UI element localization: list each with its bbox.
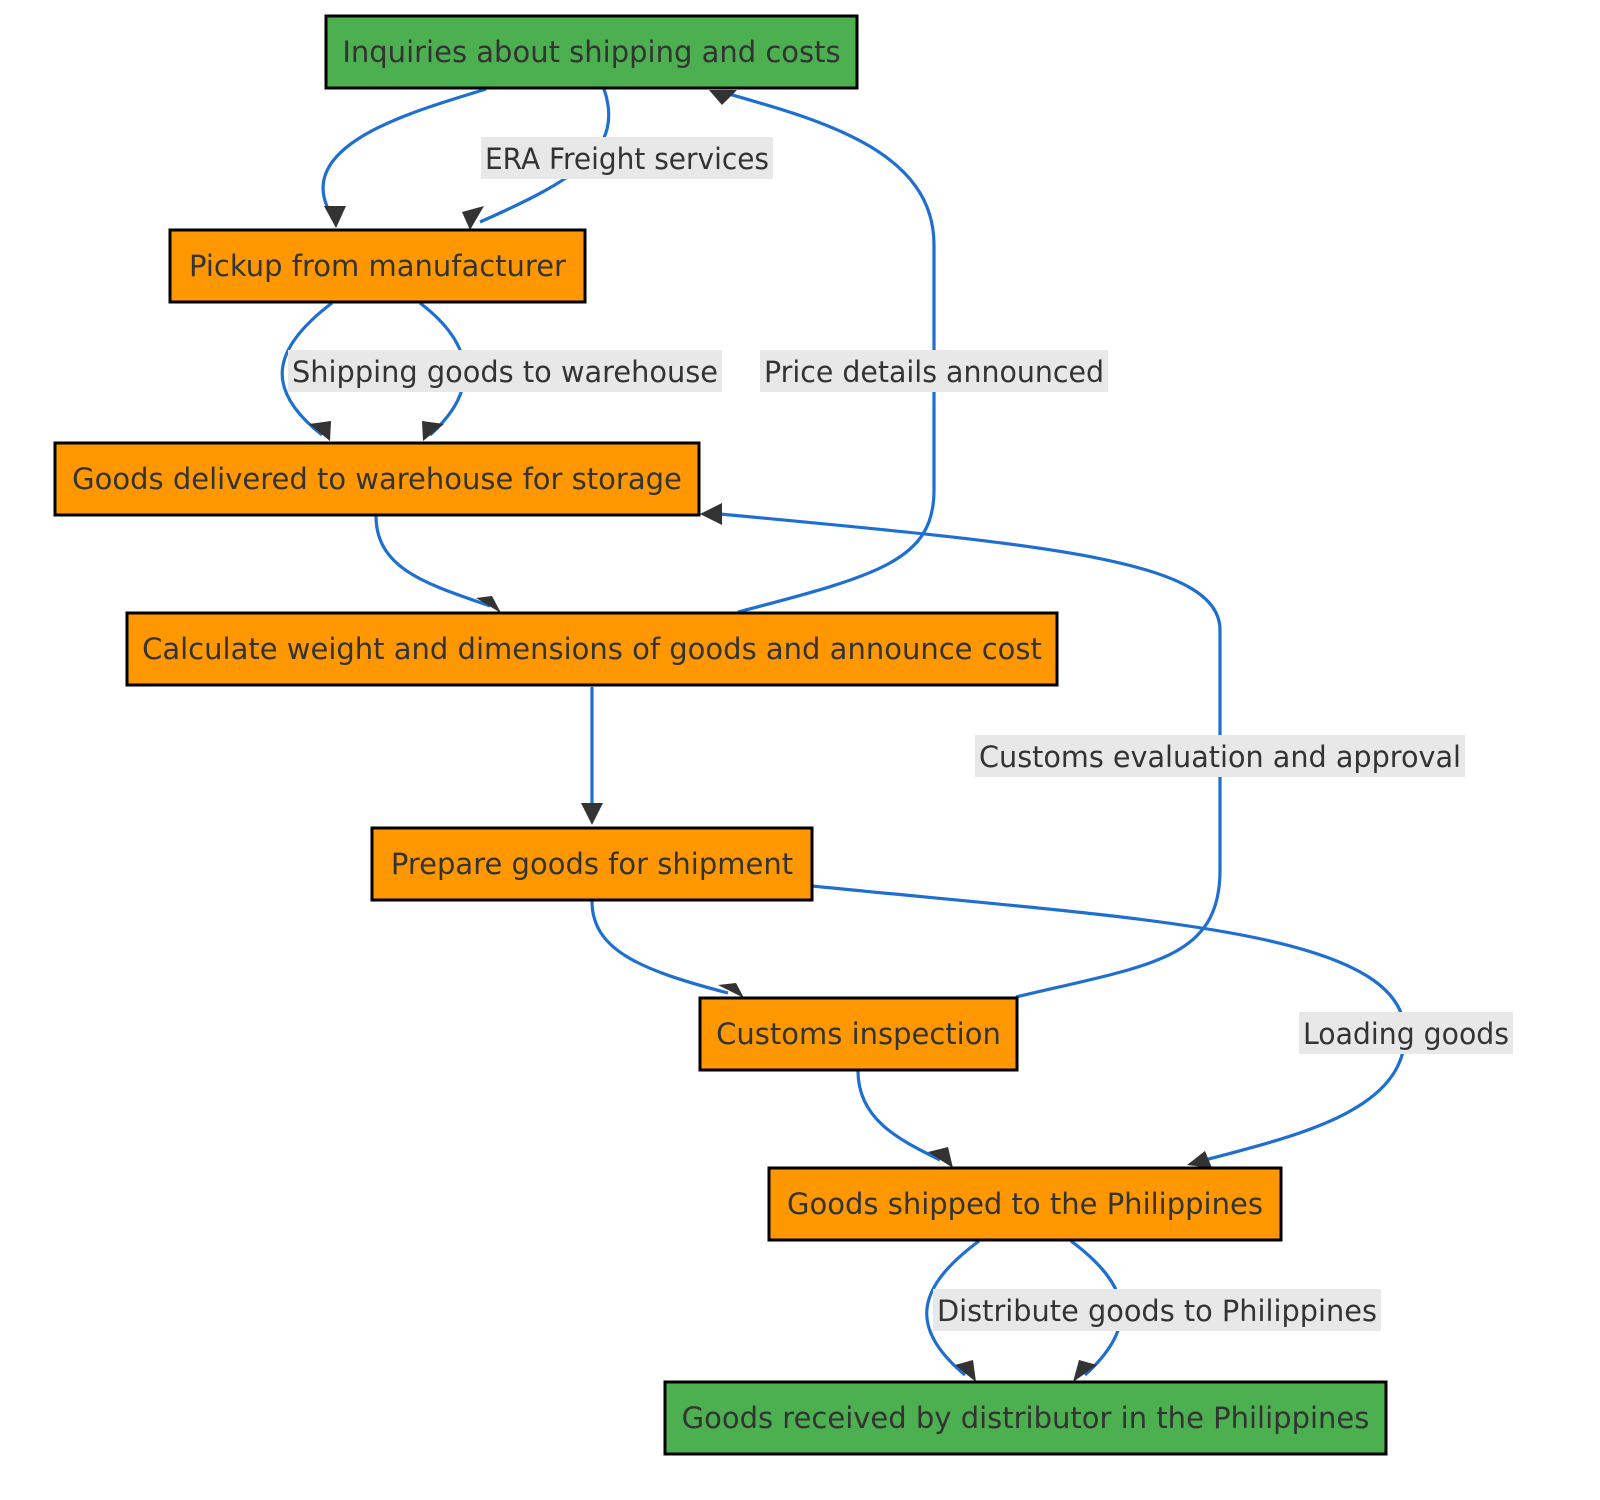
process-box [767, 1166, 1283, 1242]
arrowhead-icon [581, 803, 603, 825]
edge-label-background [1299, 1012, 1513, 1054]
arrowhead-icon [928, 1147, 953, 1168]
node-customs: Customs inspection [698, 996, 1019, 1072]
node-label: Goods delivered to warehouse for storage [72, 462, 682, 496]
edge-label-background [760, 350, 1108, 392]
arrowhead-icon [955, 1360, 976, 1382]
node-label: Inquiries about shipping and costs [342, 35, 840, 69]
node-label: Pickup from manufacturer [189, 249, 566, 283]
process-box [53, 441, 701, 517]
process-box [370, 826, 814, 902]
arrowhead-icon [718, 983, 744, 998]
terminal-box [324, 14, 859, 90]
node-label: Calculate weight and dimensions of goods… [142, 632, 1042, 666]
edge-label: Loading goods [1303, 1017, 1509, 1051]
edge-warehouse-to-calculate [374, 515, 491, 608]
edge-prepare-to-shipped [811, 884, 1407, 1162]
arrowhead-icon [700, 503, 722, 525]
edge-shipped-to-received [925, 1239, 980, 1377]
arrowhead-icon [1073, 1360, 1097, 1382]
edge-customs-to-warehouse [719, 512, 1222, 999]
arrowhead-icon [476, 596, 501, 613]
process-box [168, 228, 587, 304]
edge-label-background [975, 735, 1465, 777]
edge-label: Price details announced [764, 355, 1104, 389]
node-pickup: Pickup from manufacturer [168, 228, 587, 304]
edge-label: Customs evaluation and approval [979, 740, 1461, 774]
edge-label: ERA Freight services [485, 142, 769, 176]
edge-customs-to-shipped [856, 1070, 941, 1162]
node-label: Goods shipped to the Philippines [787, 1187, 1263, 1221]
node-label: Goods received by distributor in the Phi… [682, 1401, 1370, 1435]
edge-label: Distribute goods to Philippines [937, 1294, 1377, 1328]
edge-pickup-to-warehouse [280, 301, 333, 437]
node-label: Prepare goods for shipment [391, 847, 793, 881]
edge-prepare-to-customs [590, 900, 729, 995]
process-box [698, 996, 1019, 1072]
edge-label-background [288, 350, 722, 392]
nodes-layer: Inquiries about shipping and costsPickup… [53, 14, 1388, 1456]
node-warehouse: Goods delivered to warehouse for storage [53, 441, 701, 517]
edges-layer [280, 87, 1407, 1382]
edge-calculate-to-inquiries [721, 90, 936, 614]
node-label: Customs inspection [716, 1017, 1001, 1051]
node-inquiries: Inquiries about shipping and costs [324, 14, 859, 90]
edge-label-background [933, 1289, 1381, 1331]
edge-inquiries-to-pickup [321, 87, 487, 223]
node-calculate: Calculate weight and dimensions of goods… [125, 611, 1059, 687]
node-received: Goods received by distributor in the Phi… [663, 1380, 1388, 1456]
node-shipped: Goods shipped to the Philippines [767, 1166, 1283, 1242]
process-box [125, 611, 1059, 687]
terminal-box [663, 1380, 1388, 1456]
arrowhead-icon [422, 421, 444, 441]
edge-label: Shipping goods to warehouse [292, 355, 718, 389]
edge-label-background [481, 137, 773, 179]
arrowhead-icon [309, 421, 331, 441]
arrowhead-icon [324, 206, 346, 228]
arrowhead-icon [709, 90, 737, 105]
arrowhead-icon [462, 206, 484, 230]
node-prepare: Prepare goods for shipment [370, 826, 814, 902]
arrowhead-icon [1187, 1151, 1212, 1168]
